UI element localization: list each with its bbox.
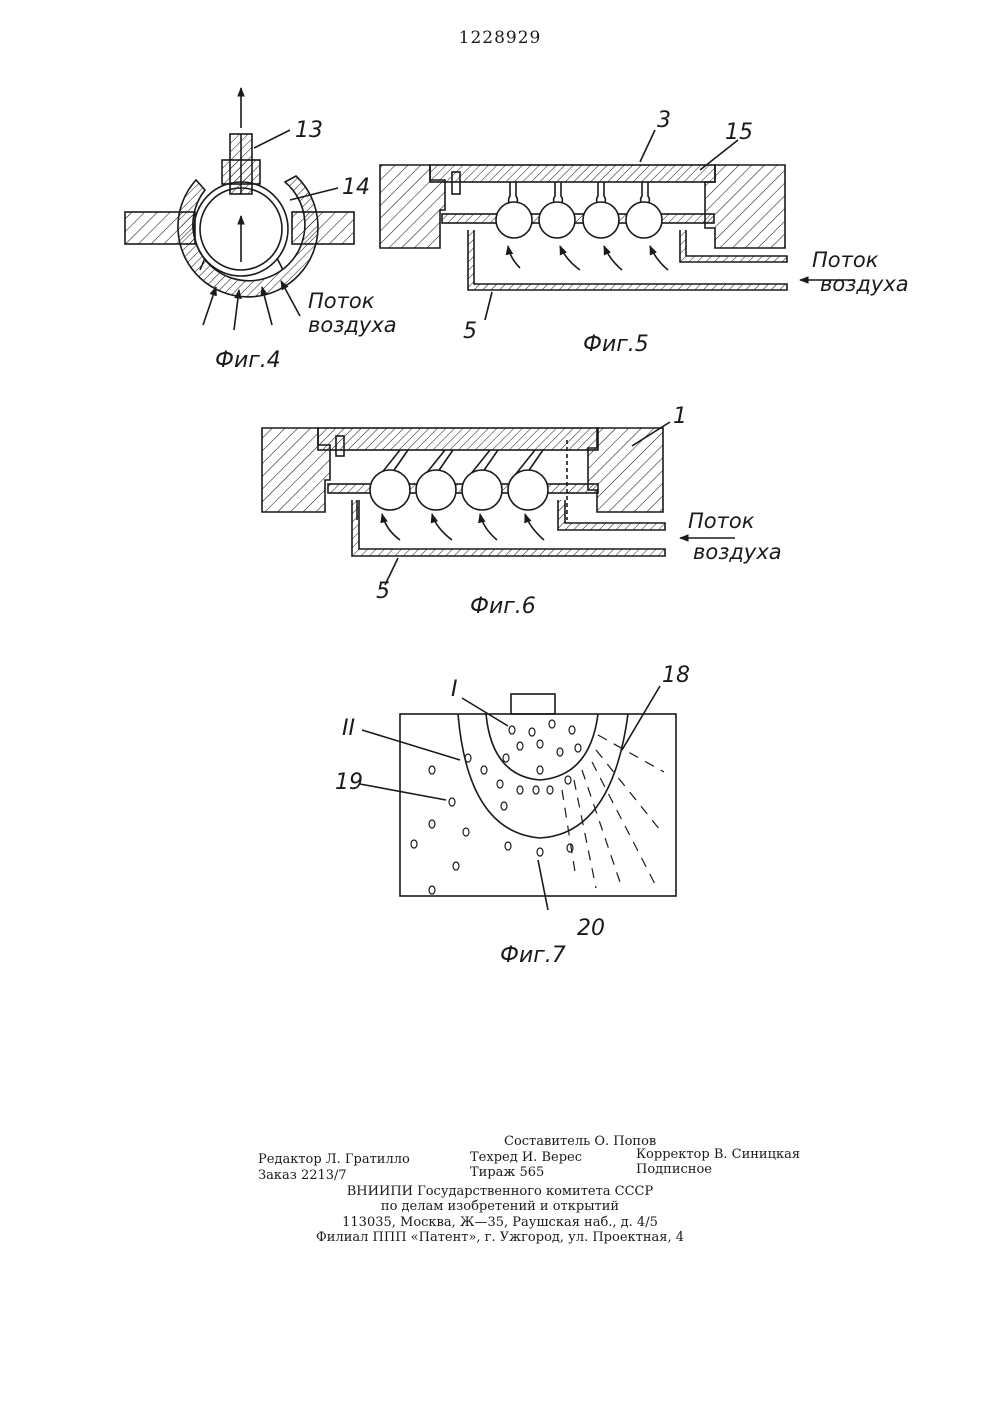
- fig5-separator-plate: [442, 214, 714, 223]
- fig6-cover: [318, 428, 598, 450]
- colophon-circulation: Тираж 565: [470, 1165, 544, 1181]
- fig7-electrode: [511, 694, 555, 714]
- fig7-label-19: 19: [335, 770, 363, 795]
- fig7-leader-I: [462, 698, 508, 726]
- colophon-address: 113035, Москва, Ж—35, Раушская наб., д. …: [0, 1215, 1000, 1231]
- figure-7: [360, 686, 676, 910]
- fig5-ball-4: [626, 202, 662, 238]
- fig7-leader-20: [538, 860, 548, 910]
- fig6-flow-arrow-1: [382, 514, 400, 540]
- colophon-subscription: Подписное: [636, 1162, 712, 1178]
- fig6-ball-4: [508, 470, 548, 510]
- fig5-ball-2: [539, 202, 575, 238]
- fig4-leader-13: [254, 130, 290, 148]
- fig6-label-5: 5: [376, 579, 390, 604]
- fig7-label-II: II: [342, 716, 355, 741]
- fig4-label-14: 14: [342, 175, 370, 200]
- fig6-right-block: [588, 428, 663, 512]
- fig6-flow-arrow-3: [480, 514, 497, 540]
- fig7-label-18: 18: [662, 663, 690, 688]
- fig7-label-20: 20: [577, 916, 605, 941]
- fig5-flow-arrow-3: [604, 246, 622, 270]
- fig5-cover-3: [430, 165, 715, 182]
- fig5-flow-arrow-2: [560, 246, 580, 270]
- fig4-flow-label-2: воздуха: [308, 313, 397, 337]
- fig5-label-15: 15: [725, 120, 753, 145]
- fig5-ball-1: [496, 202, 532, 238]
- fig6-ball-1: [370, 470, 410, 510]
- fig7-zone-II-boundary: [458, 714, 628, 838]
- colophon-techred: Техред И. Верес: [470, 1150, 582, 1166]
- fig4-label-13: 13: [295, 118, 323, 143]
- fig5-flow-label-1: Поток: [812, 248, 879, 272]
- fig6-flow-label-2: воздуха: [693, 540, 782, 564]
- fig6-flow-arrow-2: [432, 514, 452, 540]
- colophon-branch: Филиал ППП «Патент», г. Ужгород, ул. Про…: [0, 1230, 1000, 1246]
- figure-5: [380, 130, 855, 320]
- fig4-flow-label-1: Поток: [308, 289, 375, 313]
- colophon-org-line2: по делам изобретений и открытий: [0, 1199, 1000, 1215]
- fig5-label-5: 5: [463, 319, 477, 344]
- fig5-caption: Фиг.5: [583, 332, 649, 357]
- colophon-corrector: Корректор В. Синицкая: [636, 1147, 800, 1163]
- fig6-caption: Фиг.6: [470, 594, 536, 619]
- fig4-right-plate: [292, 212, 354, 244]
- colophon-editor: Редактор Л. Гратилло: [258, 1152, 410, 1168]
- colophon-compiler: Составитель О. Попов: [504, 1134, 656, 1150]
- fig5-label-3: 3: [657, 108, 671, 133]
- fig4-caption: Фиг.4: [215, 348, 281, 373]
- fig5-flow-arrow-1: [508, 246, 520, 268]
- fig7-heat-rays: [562, 735, 664, 888]
- fig5-leader-5: [485, 292, 492, 320]
- colophon-org-line1: ВНИИПИ Государственного комитета СССР: [0, 1184, 1000, 1200]
- fig5-leader-3: [640, 130, 655, 162]
- fig7-leader-II: [362, 730, 460, 760]
- fig7-particles: [411, 720, 581, 894]
- fig4-air-arrow-1: [203, 287, 216, 325]
- fig4-air-arrow-4: [281, 281, 300, 316]
- fig6-ball-3: [462, 470, 502, 510]
- fig6-flow-label-1: Поток: [688, 509, 755, 533]
- figure-6: [262, 422, 735, 585]
- fig5-right-block: [705, 165, 785, 248]
- colophon-order: Заказ 2213/7: [258, 1168, 347, 1184]
- fig5-ball-3: [583, 202, 619, 238]
- fig5-flow-label-2: воздуха: [820, 272, 909, 296]
- fig6-label-1: 1: [673, 404, 687, 429]
- fig7-caption: Фиг.7: [500, 943, 566, 968]
- fig5-flow-arrow-4: [650, 246, 668, 270]
- fig7-leader-19: [360, 784, 446, 800]
- fig6-flow-arrow-4: [525, 514, 544, 540]
- fig6-ball-2: [416, 470, 456, 510]
- fig7-label-I: I: [451, 677, 458, 702]
